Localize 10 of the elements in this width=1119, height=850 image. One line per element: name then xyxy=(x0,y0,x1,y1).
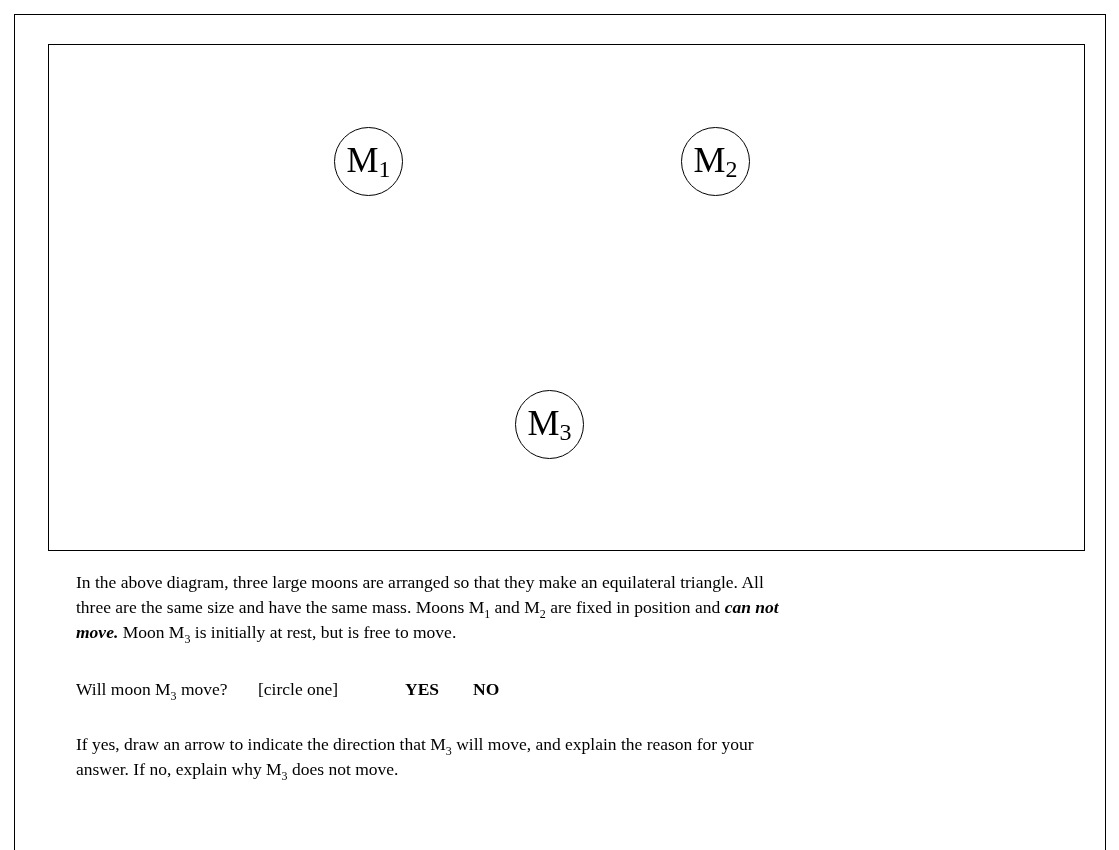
answer-option: NO xyxy=(473,677,500,702)
answer-option: YES xyxy=(405,677,440,702)
question-text: In the above diagram, three large moons are arranged so that they make an equilateral triangle. All three are the same size and have the same mass. Moons M$_{1}$ and M$_{2}$ are fixed in position and can not move. Moon M$_{3}$ is initially at rest, but is free to move. xyxy=(76,571,780,645)
moon-label: M$_{2}$ xyxy=(693,142,738,181)
moon-label: M$_{3}$ xyxy=(527,405,572,444)
instruction-text: If yes, draw an arrow to indicate the direction that M$_{3}$ will move, and explain the reason for your answer. If no, explain why M$_{3}$ does not move. xyxy=(76,733,755,782)
question-text: Will moon M$_{3}$ move? xyxy=(76,678,228,702)
instruction-text: [circle one] xyxy=(258,678,339,701)
diagram-frame xyxy=(48,44,1085,551)
moon-label: M$_{1}$ xyxy=(346,142,391,181)
